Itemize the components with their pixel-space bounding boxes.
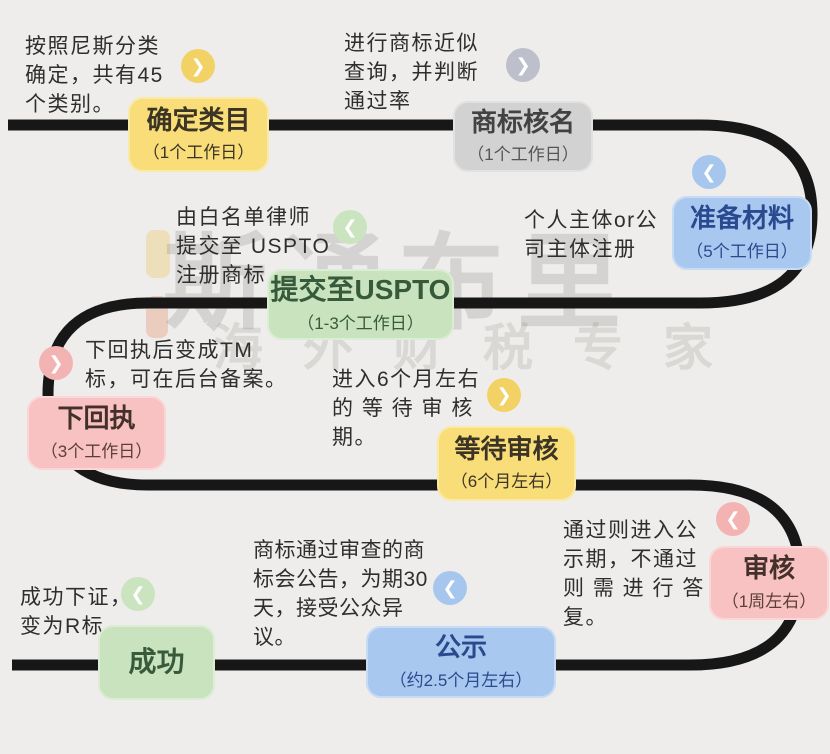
- step-title: 等待审核: [454, 433, 559, 464]
- box-receipt: 下回执 （3个工作日）: [27, 396, 166, 470]
- chevron-left-icon: ❮: [716, 502, 750, 536]
- step-title: 审核: [742, 553, 795, 584]
- box-success: 成功: [98, 625, 215, 700]
- step-title: 成功: [128, 646, 185, 678]
- step-duration: （1个工作日）: [467, 145, 579, 165]
- box-wait-review: 等待审核 （6个月左右）: [437, 426, 576, 501]
- step-duration: （3个工作日）: [40, 441, 153, 461]
- box-name-check: 商标核名 （1个工作日）: [453, 101, 593, 172]
- box-review: 审核 （1周左右）: [709, 546, 829, 620]
- step-title: 准备材料: [689, 203, 794, 234]
- note-select-category: 按照尼斯分类 确定，共有45 个类别。: [25, 35, 164, 116]
- step-title: 提交至USPTO: [270, 273, 451, 305]
- step-title: 公示: [434, 632, 487, 663]
- watermark-logo-blob-top: [146, 230, 170, 278]
- step-title: 下回执: [57, 403, 136, 434]
- step-duration: （6个月左右）: [450, 472, 563, 492]
- box-prepare-materials: 准备材料 （5个工作日）: [672, 196, 812, 270]
- note-success: 成功下证， 变为R标: [20, 586, 133, 638]
- note-submit-uspto: 由白名单律师 提交至 USPTO 注册商标: [176, 206, 331, 287]
- box-select-category: 确定类目 （1个工作日）: [128, 97, 269, 172]
- note-receipt: 下回执后变成TM 标，可在后台备案。: [85, 339, 288, 391]
- note-name-check: 进行商标近似 查询，并判断 通过率: [344, 32, 479, 113]
- step-duration: （1-3个工作日）: [297, 314, 424, 334]
- step-title: 确定类目: [146, 104, 251, 135]
- chevron-left-icon: ❮: [121, 577, 155, 611]
- chevron-right-icon: ❯: [487, 378, 521, 412]
- step-title: 商标核名: [470, 106, 575, 137]
- step-duration: （1个工作日）: [142, 143, 255, 163]
- chevron-left-icon: ❮: [433, 571, 467, 605]
- step-duration: （5个工作日）: [686, 241, 798, 261]
- step-duration: （约2.5个月左右）: [389, 670, 533, 690]
- box-submit-uspto: 提交至USPTO （1-3个工作日）: [267, 269, 454, 340]
- chevron-left-icon: ❮: [333, 210, 367, 244]
- note-review: 通过则进入公 示期，不通过 则 需 进 行 答 复。: [563, 519, 705, 629]
- chevron-right-icon: ❯: [506, 48, 540, 82]
- chevron-right-icon: ❯: [181, 49, 215, 83]
- chevron-right-icon: ❯: [39, 346, 73, 380]
- chevron-left-icon: ❮: [692, 155, 726, 189]
- note-publication: 商标通过审查的商 标会公告，为期30 天，接受公众异 议。: [253, 539, 428, 649]
- box-publication: 公示 （约2.5个月左右）: [366, 626, 556, 698]
- note-wait-review: 进入6个月左右 的 等 待 审 核 期。: [332, 368, 481, 449]
- step-duration: （1周左右）: [721, 591, 817, 611]
- note-prepare-materials: 个人主体or公 司主体注册: [524, 209, 659, 261]
